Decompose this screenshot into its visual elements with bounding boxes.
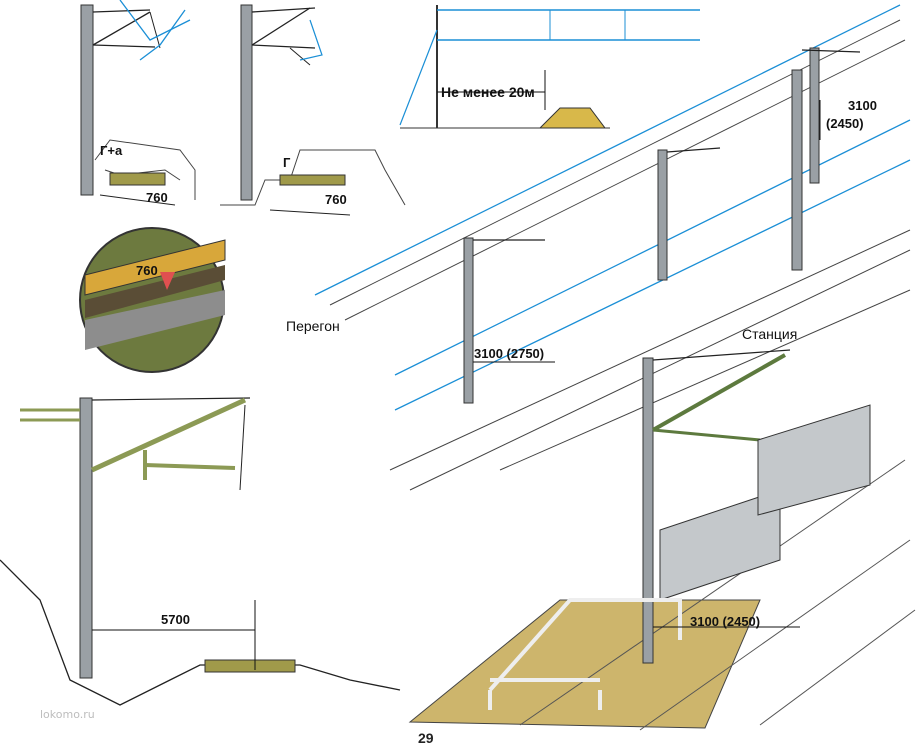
- pole-section-1: [80, 0, 196, 206]
- label-760-a: 760: [146, 190, 168, 205]
- label-5700: 5700: [161, 612, 190, 627]
- label-g: Г: [283, 155, 291, 170]
- station-scene: [408, 349, 916, 731]
- minimum-distance-diagram: [399, 5, 700, 129]
- label-3100-2750: 3100 (2750): [474, 346, 545, 361]
- page-number: 29: [418, 730, 434, 746]
- label-2450-top: (2450): [826, 116, 864, 131]
- watermark: lokomo.ru: [40, 708, 95, 721]
- perspective-catenary: [314, 4, 911, 491]
- label-min-20m: Не менее 20м: [441, 84, 535, 100]
- label-3100-2450-bottom: 3100 (2450): [690, 614, 761, 629]
- label-g-plus-a: Г+а: [100, 143, 123, 158]
- label-peregon: Перегон: [286, 318, 340, 334]
- label-stanciya: Станция: [742, 326, 798, 342]
- cantilever-diagram: [0, 397, 401, 706]
- label-760-magnifier: 760: [136, 263, 158, 278]
- label-760-b: 760: [325, 192, 347, 207]
- pole-section-2: [220, 4, 406, 216]
- label-3100-top: 3100: [848, 98, 877, 113]
- ruler-magnifier: [79, 227, 226, 373]
